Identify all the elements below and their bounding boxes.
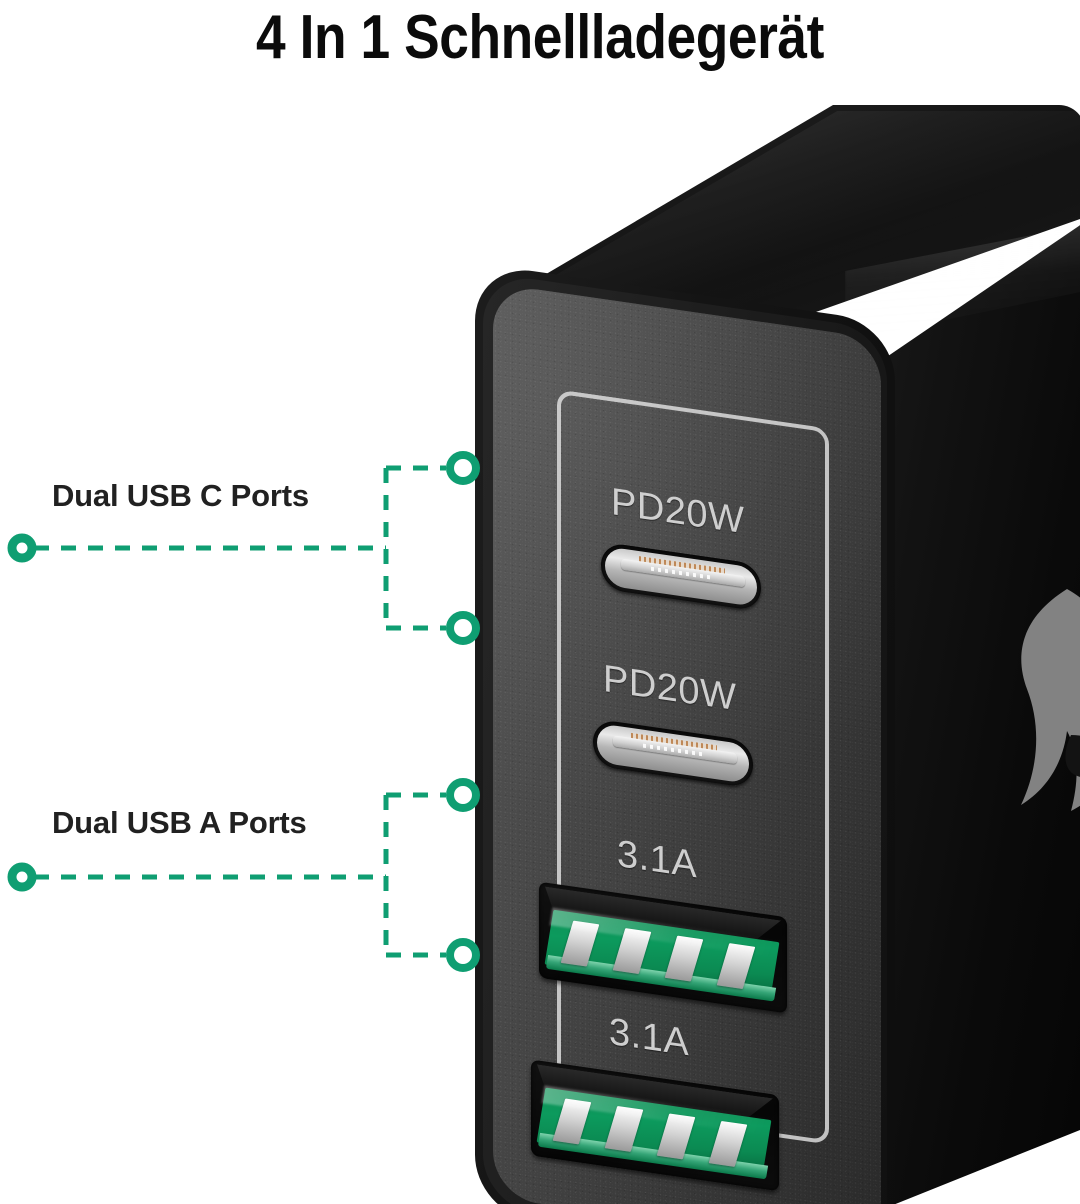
usb-a-port-1[interactable]	[539, 881, 787, 1014]
port-caption-3: 3.1A	[617, 832, 698, 887]
callout-label-usb-c: Dual USB C Ports	[52, 478, 309, 513]
usb-c-port-1-inner	[605, 546, 757, 608]
usb-c-port-2-inner	[597, 723, 749, 784]
charger-illustration: PD20W PD20W 3.1A	[455, 105, 1080, 1204]
callout-usb-a-anchor-dot	[7, 862, 37, 892]
usb-a-port-2[interactable]	[531, 1059, 779, 1192]
port-caption-1: PD20W	[611, 481, 745, 543]
brand-logo-icon	[1021, 589, 1080, 811]
page-title: 4 In 1 Schnellladegerät	[256, 3, 824, 72]
usb-c-port-1[interactable]	[601, 541, 761, 612]
usb-c-port-2[interactable]	[593, 718, 753, 789]
callout-usb-c-anchor-dot	[7, 533, 37, 563]
port-caption-4: 3.1A	[609, 1010, 690, 1065]
port-caption-2: PD20W	[603, 657, 737, 720]
callout-label-usb-a: Dual USB A Ports	[52, 805, 307, 840]
charger-ports: PD20W PD20W 3.1A	[493, 283, 881, 1204]
